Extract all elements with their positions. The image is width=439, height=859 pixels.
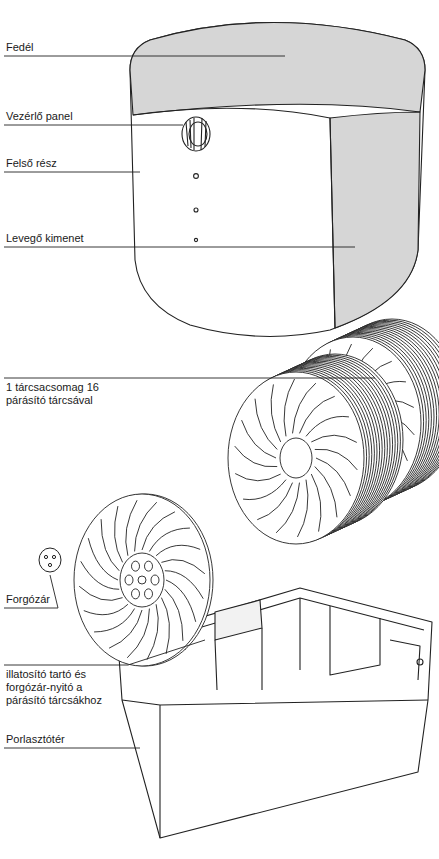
disc-vane <box>306 416 349 436</box>
hub-hole <box>138 576 146 584</box>
disc-vane <box>142 512 175 550</box>
part-label: Vezérlő panel <box>5 110 74 123</box>
disc-vane <box>114 506 122 562</box>
disc-vane <box>311 474 321 532</box>
disc-vane <box>235 446 278 467</box>
part-label: 1 tárcsacsomag 16 párásító tárcsával <box>5 381 119 407</box>
disc-vane <box>271 384 281 442</box>
leader-lines <box>4 56 375 748</box>
part-label: Levegő kimenet <box>5 232 85 245</box>
disc-vane <box>311 435 356 442</box>
disc-vane <box>293 383 316 433</box>
disc-vane <box>101 519 119 571</box>
disc-vane <box>257 483 292 520</box>
disc-vane <box>94 609 134 632</box>
disc-hub <box>280 438 312 478</box>
disc-vane <box>149 528 189 551</box>
disc-vane <box>126 500 137 555</box>
disc-vane <box>242 420 276 458</box>
disc <box>74 494 210 666</box>
disc-vane <box>109 610 142 648</box>
disc-vane <box>161 560 204 574</box>
disc-vane <box>243 480 286 500</box>
single-disc <box>74 494 213 666</box>
disc-vane <box>165 589 183 641</box>
disc-vane <box>88 538 118 580</box>
disc-vane <box>276 483 299 533</box>
part-label: Forgózár <box>5 593 51 606</box>
disc-vane <box>315 449 358 470</box>
hub-hole <box>132 589 140 599</box>
disc <box>228 372 364 544</box>
part-label: Fedél <box>5 41 35 54</box>
disc-vane <box>235 474 280 481</box>
hub-hole <box>125 575 133 585</box>
disc-stack <box>228 319 439 544</box>
disc-vane <box>166 580 196 622</box>
hub-hole <box>132 561 140 571</box>
part-label: Porlasztótér <box>5 733 66 746</box>
disc-vane <box>161 598 169 654</box>
hub-hole <box>151 575 159 585</box>
disc-vane <box>147 604 158 659</box>
hub-hole <box>145 561 153 571</box>
disc-vane <box>165 571 203 599</box>
disc-hub <box>120 553 164 607</box>
hub-hole <box>145 589 153 599</box>
disc-vane <box>79 586 122 600</box>
disc-vane <box>84 604 128 614</box>
part-label: illatosító tartó és forgózár-nyitó a pár… <box>5 668 115 707</box>
part-label: Felső rész <box>5 157 58 170</box>
disc-vane <box>299 396 334 433</box>
disc-vane <box>316 458 350 496</box>
disc-vane <box>156 545 200 555</box>
